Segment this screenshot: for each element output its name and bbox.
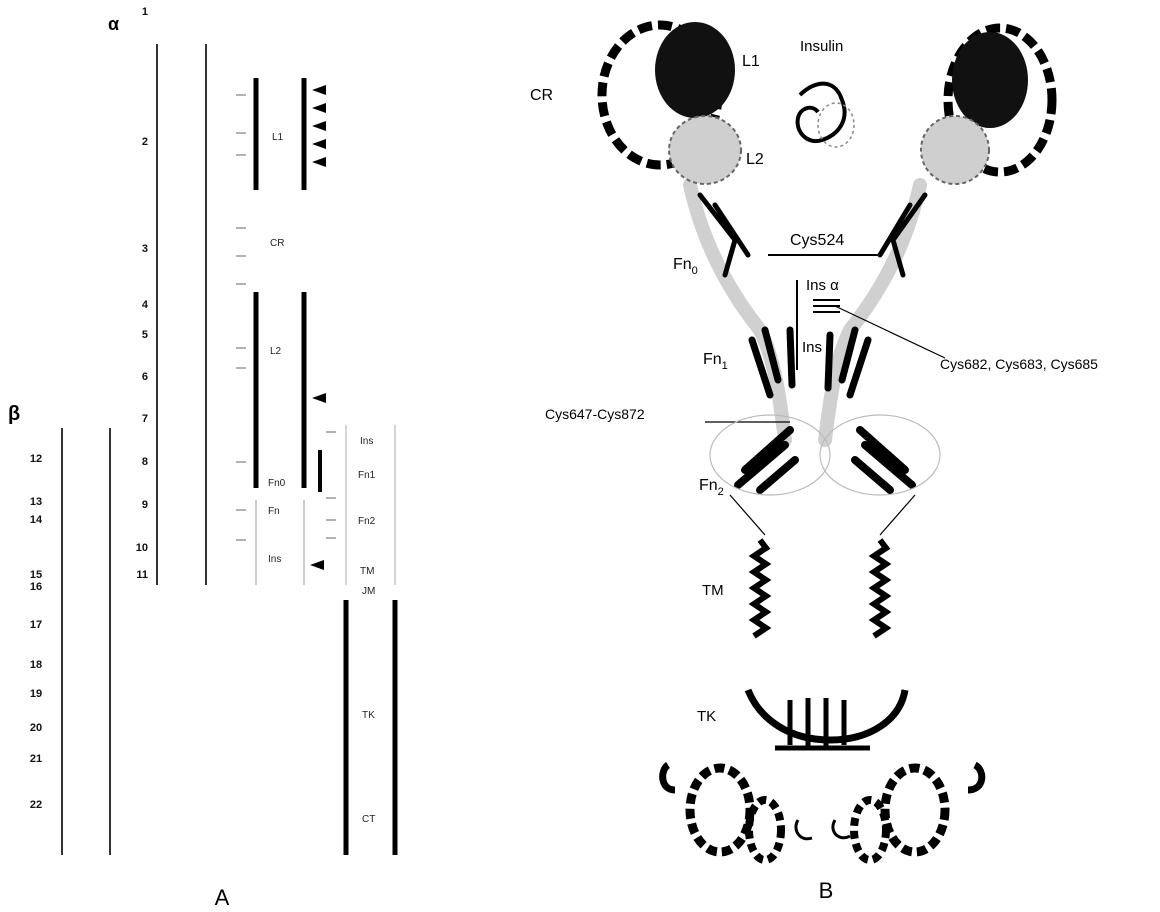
tm-helix-right: [874, 540, 886, 636]
beta-exon-number: 15: [30, 569, 42, 581]
alpha-exon-number: 1: [142, 6, 148, 18]
stalk-right: [880, 495, 915, 535]
beta-exon-number: 17: [30, 619, 42, 631]
l2-domain-right: [921, 116, 989, 184]
beta-fn1-label: Fn1: [358, 470, 376, 481]
label-ins-alpha: Ins α: [806, 277, 839, 294]
label-tm: TM: [702, 582, 724, 599]
alpha-exon-number: 3: [142, 243, 148, 255]
label-ins: Ins: [802, 339, 822, 356]
panel-a-letter: A: [215, 885, 230, 910]
beta-exon-number: 20: [30, 722, 42, 734]
alpha-arrowheads: [310, 85, 326, 570]
beta-jm-label: JM: [362, 586, 375, 597]
tk-outer-hooks: [663, 765, 982, 790]
label-cys524: Cys524: [790, 232, 844, 249]
beta-tm-label: TM: [360, 566, 374, 577]
alpha-exon-number: 6: [142, 371, 148, 383]
beta-exon-number: 18: [30, 659, 42, 671]
label-fn1: Fn1: [703, 351, 728, 372]
domain-ins-label: Ins: [268, 554, 281, 565]
beta-ct-label: CT: [362, 814, 375, 825]
tk-small-loops: [796, 820, 850, 839]
domain-fn-label: Fn: [268, 506, 280, 517]
l2-domain-left: [669, 116, 741, 184]
arrowhead: [312, 157, 326, 167]
arrowhead: [312, 85, 326, 95]
beta-exon-number: 22: [30, 799, 42, 811]
beta-exon-number: 14: [30, 514, 43, 526]
alpha-exon-number: 10: [136, 542, 148, 554]
alpha-exon-number: 8: [142, 456, 148, 468]
beta-fn2-label: Fn2: [358, 516, 376, 527]
domain-cr-label: CR: [270, 238, 284, 249]
alpha-label: α: [108, 14, 119, 34]
label-fn1-sub: 1: [722, 360, 728, 372]
label-fn0-sub: 0: [692, 265, 698, 277]
alpha-exon-numbers: 1 2 3 4 5 6 7 8 9 10 11: [136, 6, 149, 581]
tk-lower-blobs: [690, 768, 945, 860]
beta-tk-label: TK: [362, 710, 375, 721]
alpha-ticks: [236, 95, 246, 540]
label-tk: TK: [697, 708, 716, 725]
label-l2: L2: [746, 151, 764, 168]
panel-b: CR L1 L2 Insulin Cys524 Fn0 Fn1 Fn2 Ins …: [530, 22, 1098, 903]
insulin-chain: [798, 84, 845, 141]
label-cys682: Cys682, Cys683, Cys685: [940, 356, 1098, 372]
label-fn2: Fn2: [699, 477, 724, 498]
panel-b-letter: B: [819, 878, 834, 903]
insulin-molecule: [798, 84, 854, 147]
alpha-exon-number: 9: [142, 499, 148, 511]
alpha-exon-number: 7: [142, 413, 148, 425]
label-fn0: Fn0: [673, 256, 698, 277]
label-cys647: Cys647-Cys872: [545, 406, 645, 422]
label-fn2-sub: 2: [718, 486, 724, 498]
alpha-exon-number: 4: [142, 299, 149, 311]
label-fn0-base: Fn: [673, 256, 692, 273]
l1-domain-right: [952, 32, 1028, 128]
label-fn1-base: Fn: [703, 351, 722, 368]
domain-l2-label: L2: [270, 346, 282, 357]
beta-exon-number: 19: [30, 688, 42, 700]
arrowhead: [312, 103, 326, 113]
alpha-exon-number: 2: [142, 136, 148, 148]
label-insulin: Insulin: [800, 38, 843, 55]
arrowhead: [310, 560, 324, 570]
beta-exon-number: 16: [30, 581, 42, 593]
beta-exon-number: 13: [30, 496, 42, 508]
beta-ins-label: Ins: [360, 436, 373, 447]
beta-exon-number: 21: [30, 753, 42, 765]
arrowhead: [312, 139, 326, 149]
domain-l1-label: L1: [272, 132, 284, 143]
stalk-left: [730, 495, 765, 535]
label-fn2-base: Fn: [699, 477, 718, 494]
arrowhead: [312, 121, 326, 131]
beta-domain-bars: Ins Fn1 Fn2 TM JM TK CT: [326, 425, 395, 855]
label-l1: L1: [742, 53, 760, 70]
left-headpiece: [602, 22, 741, 184]
tm-helix-left: [754, 540, 766, 636]
domain-fn0-label: Fn0: [268, 478, 286, 489]
beta-exon-number: 12: [30, 453, 42, 465]
beta-label: β: [8, 403, 20, 425]
alpha-exon-number: 5: [142, 329, 148, 341]
beta-ticks: [326, 432, 336, 538]
right-headpiece: [921, 28, 1052, 184]
arrowhead: [312, 393, 326, 403]
alpha-domain-bars: L1 CR L2 Fn0 Fn Ins: [236, 78, 326, 585]
fn2-right: [855, 430, 912, 490]
l1-domain-left: [655, 22, 735, 118]
alpha-exon-number: 11: [136, 569, 148, 581]
label-cr: CR: [530, 87, 553, 104]
